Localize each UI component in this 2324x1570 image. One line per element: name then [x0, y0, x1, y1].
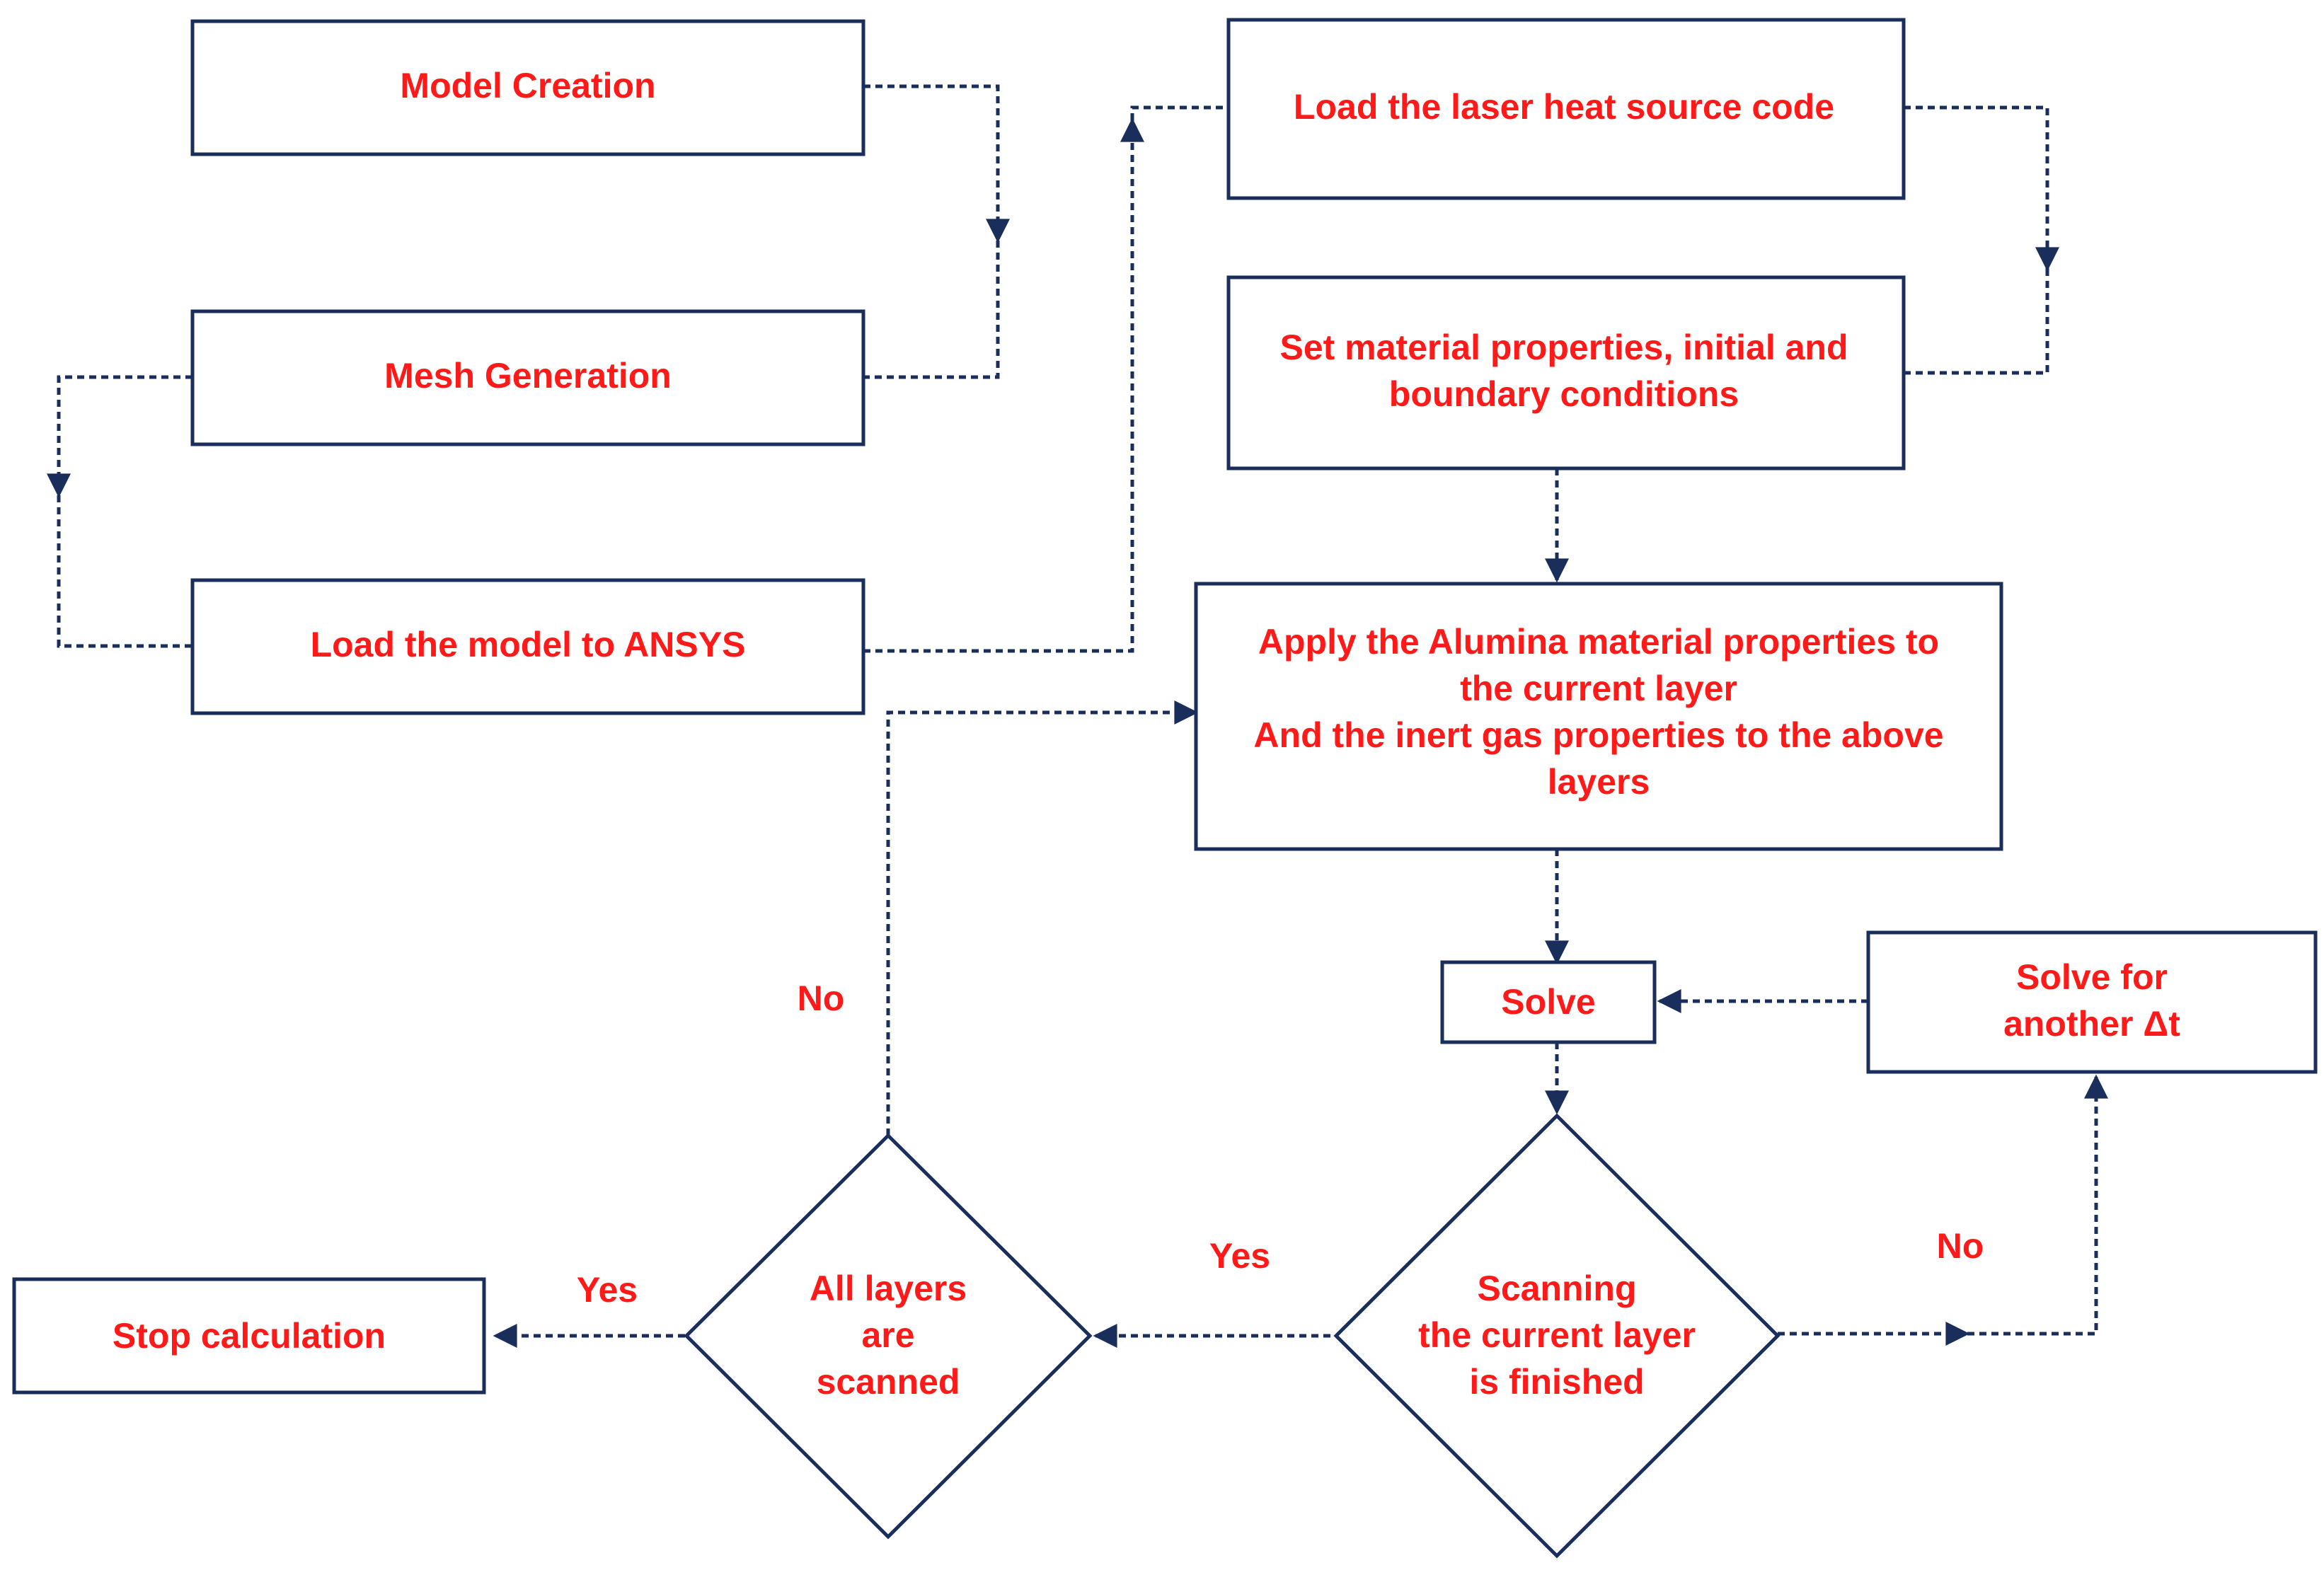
edge-laser-to-material	[1904, 105, 2059, 272]
edges	[47, 84, 2108, 1348]
apply-alumina-label-line1: Apply the Alumina material properties to	[1258, 622, 1939, 662]
node-set-material: Set material properties, initial and bou…	[1226, 275, 1906, 471]
apply-alumina-label-line2: the current layer	[1460, 669, 1737, 708]
edge-model-to-mesh-tail	[863, 241, 1000, 379]
edge-mesh-to-load-tail	[57, 495, 192, 648]
node-load-laser: Load the laser heat source code	[1226, 18, 1906, 200]
mesh-generation-label: Mesh Generation	[384, 356, 672, 396]
edge-label-no-all-layers: No	[798, 979, 845, 1018]
node-scanning-finished: Scanning the current layer is finished	[1333, 1113, 1781, 1559]
node-model-creation: Model Creation	[190, 19, 865, 156]
edge-load-to-laser-tail	[1130, 105, 1229, 120]
scanning-label-line2: the current layer	[1418, 1315, 1696, 1355]
node-solve: Solve	[1440, 960, 1657, 1044]
edge-laser-to-material-tail	[1904, 269, 2049, 375]
scanning-label-line3: is finished	[1469, 1362, 1644, 1402]
edge-scanning-to-another-tail	[1967, 1074, 2108, 1336]
solve-another-label-line1: Solve for	[2016, 957, 2168, 997]
set-material-label-line2: boundary conditions	[1389, 374, 1739, 414]
edge-all-layers-to-apply	[886, 700, 1199, 1136]
all-layers-label-line3: scanned	[817, 1362, 960, 1402]
edge-mesh-to-load	[47, 375, 192, 498]
edge-label-yes-scanning: Yes	[1209, 1236, 1270, 1276]
all-layers-label-line2: are	[861, 1315, 914, 1355]
edge-load-to-laser	[863, 117, 1144, 653]
load-laser-label: Load the laser heat source code	[1294, 87, 1834, 127]
node-mesh-generation: Mesh Generation	[190, 309, 865, 446]
apply-alumina-label-line3: And the inert gas properties to the abov…	[1253, 715, 1943, 755]
solve-another-label-line2: another Δt	[2003, 1004, 2180, 1044]
node-solve-another: Solve for another Δt	[1866, 930, 2318, 1074]
edge-label-no-scanning: No	[1937, 1226, 1984, 1266]
node-apply-alumina: Apply the Alumina material properties to…	[1194, 582, 2003, 851]
set-material-label-line1: Set material properties, initial and	[1279, 328, 1848, 367]
load-model-label: Load the model to ANSYS	[311, 625, 746, 664]
node-load-model: Load the model to ANSYS	[190, 578, 865, 715]
edge-model-to-mesh	[863, 84, 1010, 243]
model-creation-label: Model Creation	[400, 66, 655, 105]
apply-alumina-label-line4: layers	[1548, 762, 1650, 802]
stop-label: Stop calculation	[113, 1316, 386, 1356]
node-stop: Stop calculation	[12, 1277, 486, 1395]
scanning-label-line1: Scanning	[1477, 1269, 1636, 1308]
all-layers-label-line1: All layers	[810, 1269, 967, 1308]
node-all-layers: All layers are scanned	[684, 1133, 1093, 1540]
solve-label: Solve	[1501, 982, 1595, 1022]
edge-label-yes-all-layers: Yes	[577, 1270, 638, 1310]
